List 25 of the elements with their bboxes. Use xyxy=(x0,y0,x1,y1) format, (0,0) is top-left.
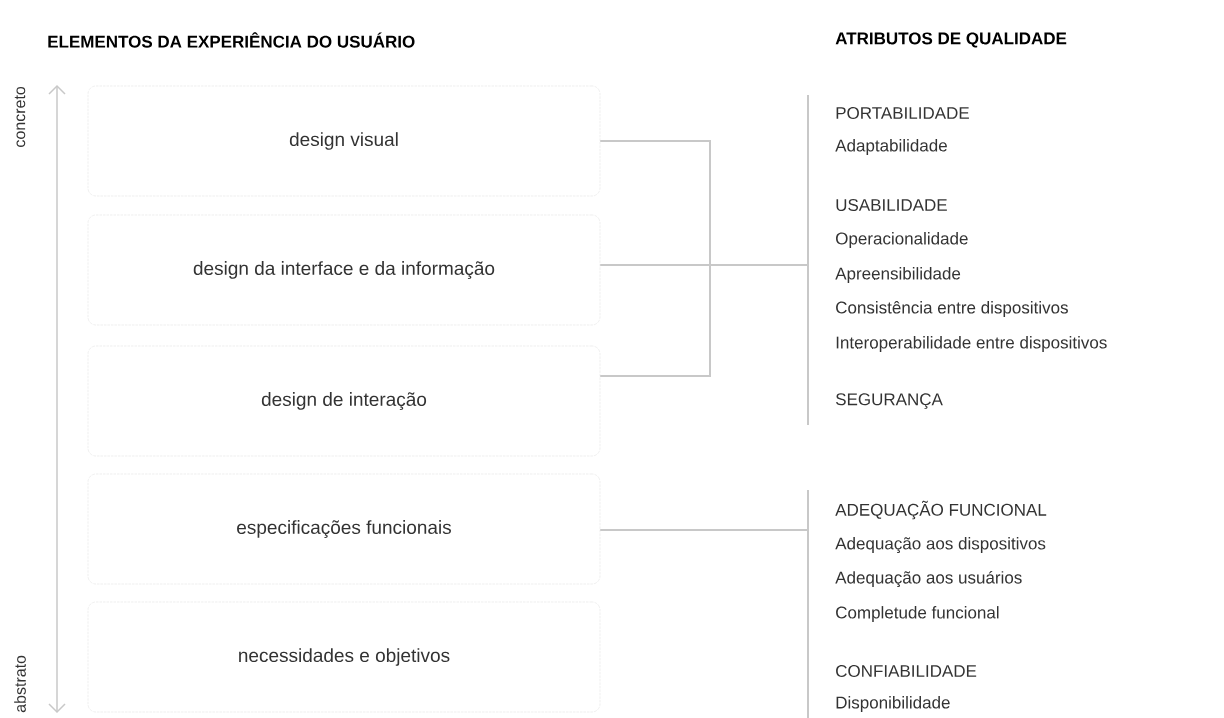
attribute-text: Disponibilidade xyxy=(836,696,950,712)
attribute-text: CONFIABILIDADE xyxy=(836,665,977,677)
attribute-text: Operacionalidade xyxy=(836,232,968,248)
attribute-text: Adequação aos usuários xyxy=(835,570,1022,588)
attribute-text: USABILIDADE xyxy=(836,198,947,211)
attribute-text: Completude funcional xyxy=(836,606,999,622)
attribute-text: Adaptabilidade xyxy=(835,139,947,155)
element-box: design visual xyxy=(87,85,601,197)
axis-label: abstrato xyxy=(14,655,26,713)
attribute-text: PORTABILIDADE xyxy=(836,106,969,119)
element-box: especificações funcionais xyxy=(87,473,601,585)
connector-line xyxy=(599,529,809,531)
element-box: design da interface e da informação xyxy=(87,214,601,326)
attribute-text: Apreensibilidade xyxy=(835,267,961,283)
attribute-text: SEGURANÇA xyxy=(836,393,943,409)
connector-line xyxy=(599,264,809,377)
element-box: necessidades e objetivos xyxy=(87,601,601,713)
heading: ELEMENTOS DA EXPERIÊNCIA DO USUÁRIO xyxy=(48,32,415,48)
attribute-text: Interoperabilidade entre dispositivos xyxy=(836,336,1107,352)
attribute-text: Adequação aos dispositivos xyxy=(835,537,1046,553)
attribute-text: Consistência entre dispositivos xyxy=(836,301,1068,317)
heading: ATRIBUTOS DE QUALIDADE xyxy=(835,32,1067,48)
element-box: design de interação xyxy=(87,345,601,457)
attribute-text: ADEQUAÇÃO FUNCIONAL xyxy=(835,500,1047,520)
axis-label: concreto xyxy=(14,86,26,147)
